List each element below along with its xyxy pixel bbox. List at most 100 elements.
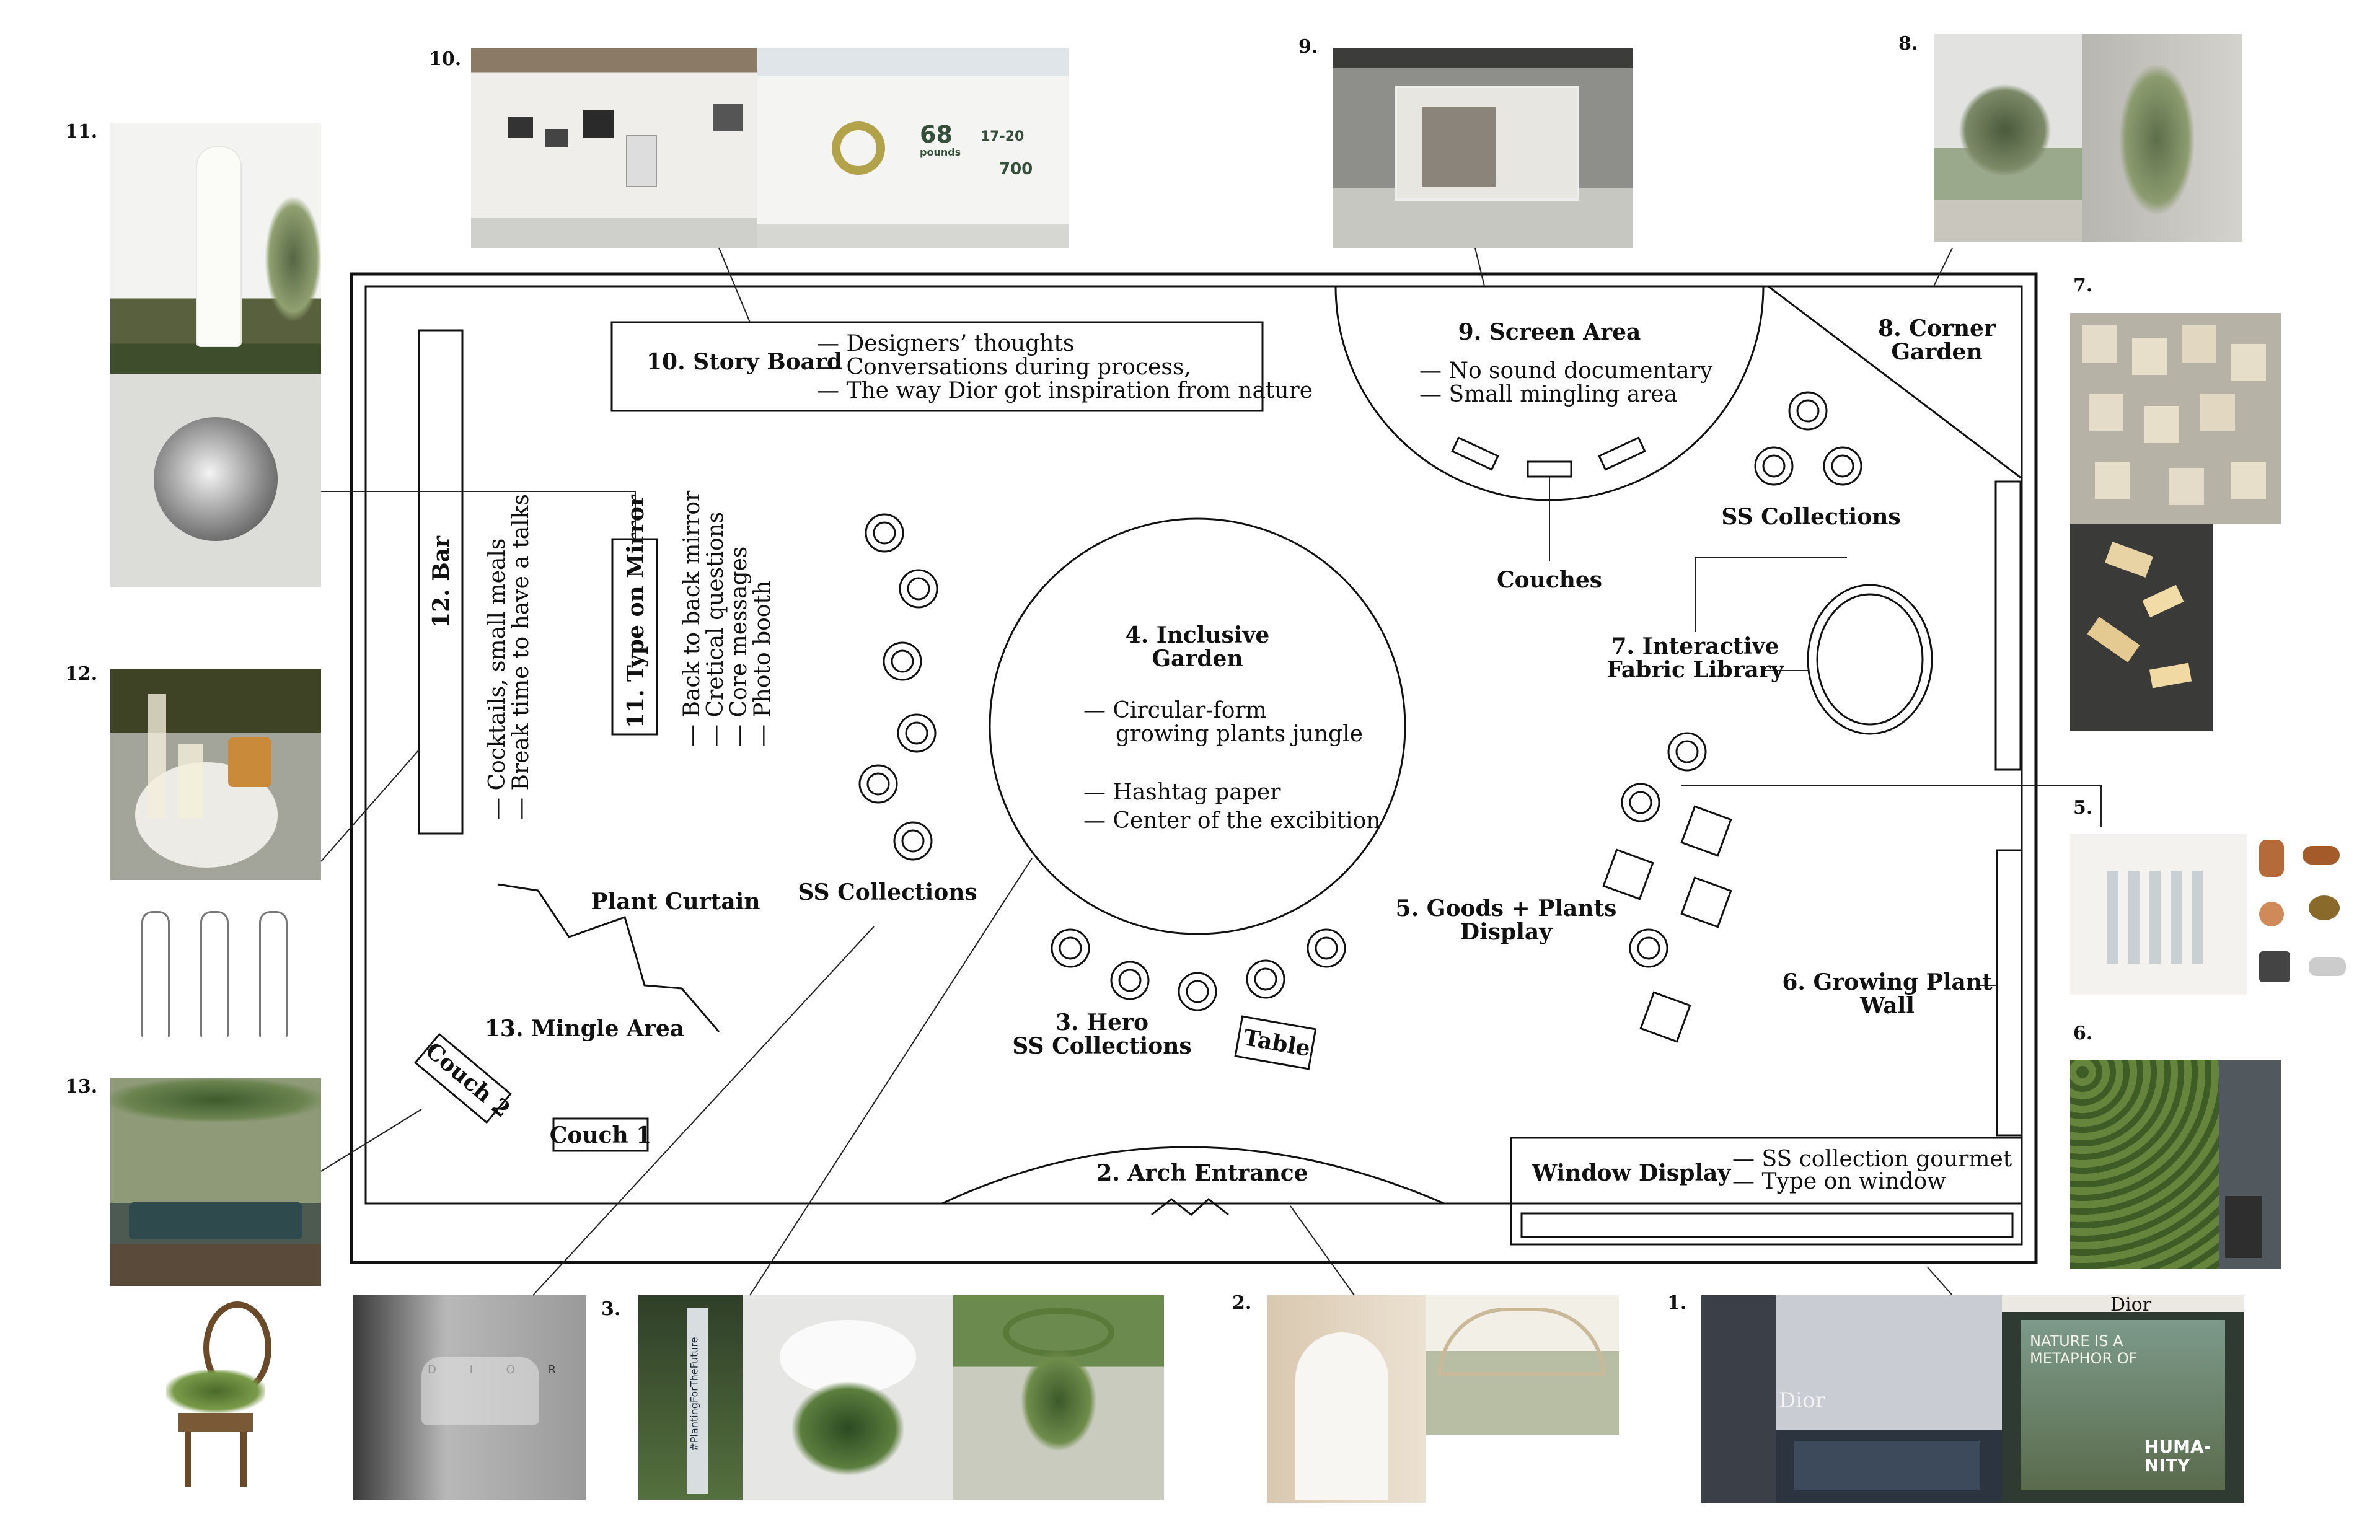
arch-entrance-photo-1 [1267,1295,1426,1503]
goods-display-squares [1602,805,1732,1043]
mirror-line-2: — Cretical questions [703,512,728,747]
corner-garden-line [1768,285,2022,480]
photo-number-11: 11. [65,121,97,143]
goods-display-rings [1621,732,1707,968]
photo-number-3: 3. [601,1298,620,1320]
story-board-box [610,321,1264,412]
plant-curtain-zigzag [497,883,720,1032]
storyboard-photo-1 [471,48,757,248]
glasses-photo [110,899,321,1041]
ss-collections-left-rings [858,513,938,861]
storyboard-photo-2: 68 pounds 17-20 700 [757,48,1069,248]
bar-title: 12. Bar [428,535,454,628]
screen-area-title: 9. Screen Area [1458,319,1641,345]
growing-plant-wall-photo [2070,1060,2281,1269]
window-line-1: — SS collection gourmet [1732,1146,2012,1172]
dior-sign-2: Dior [2110,1295,2152,1316]
photo-number-13: 13. [65,1076,97,1098]
screen-area-line-1: — No sound documentary [1419,358,1713,384]
ss-collections-right-rings [1754,391,1862,486]
couch-2-label: Couch 2 [420,1037,515,1123]
plant-wall-title-1: 6. Growing Plant [1782,969,1993,995]
plant-curtain-label: Plant Curtain [591,889,760,915]
photo-number-12: 12. [65,663,97,685]
fabric-library-oval [1807,584,1933,735]
ss-collections-right-label: SS Collections [1721,504,1900,530]
couch-2 [414,1032,512,1124]
window-glass [1520,1212,2014,1238]
inclusive-garden-circle [989,517,1406,935]
photo-number-10: 10. [429,48,461,70]
leader-lines [320,247,2102,1296]
inclusive-line-2: growing plants jungle [1116,721,1363,747]
window-display-title: Window Display [1532,1160,1732,1186]
hero-title-2: SS Collections [1012,1033,1191,1059]
mirror-photo-1 [110,123,321,374]
mirror-line-4: — Photo booth [750,581,775,747]
photo-number-1: 1. [1667,1292,1686,1314]
hero-title-1: 3. Hero [1056,1010,1148,1036]
outer-wall [350,272,2038,1264]
window-display-box [1510,1137,2023,1246]
corner-garden-title-2: Garden [1891,339,1982,365]
storyboard-stat: 68 pounds [920,121,961,158]
table [1234,1015,1317,1070]
window-display-photo-2: Dior NATURE IS A METAPHOR OF HUMA- NITY [2002,1295,2244,1503]
mingle-area-photo [110,1078,321,1286]
photo-number-8: 8. [1898,33,1918,55]
screen-couches [1451,436,1646,478]
bar-line-2: — Break time to have a talks [508,494,534,820]
humanity-text: HUMA- NITY [2144,1437,2211,1476]
ss-collections-left-label: SS Collections [798,879,977,905]
table-label: Table [1241,1024,1312,1062]
growing-plant-wall-panel [1996,849,2023,1137]
inclusive-garden-title-2: Garden [1152,646,1243,672]
hero-photo-3 [953,1295,1164,1500]
inclusive-garden-title-1: 4. Inclusive [1126,622,1270,648]
nature-text: NATURE IS A METAPHOR OF [2030,1332,2138,1367]
goods-title-1: 5. Goods + Plants [1396,895,1617,922]
fabric-library-photo-1 [2070,313,2281,524]
goods-title-2: Display [1460,919,1553,945]
inclusive-line-1: — Circular-form [1083,698,1267,723]
bar-counter [418,329,464,835]
fabric-library-title-2: Fabric Library [1606,657,1784,683]
photo-number-5: 5. [2073,797,2092,819]
inclusive-line-4: — Center of the excibition [1083,808,1380,834]
photo-number-9: 9. [1298,36,1318,58]
mingle-area-label: 13. Mingle Area [485,1016,684,1042]
photo-number-2: 2. [1232,1292,1251,1314]
inner-wall [364,285,2023,1205]
mannequin-photo: D I O R [353,1295,586,1500]
arch-entrance-photo-2 [1426,1295,1619,1435]
mirror-line-1: — Back to back mirror [679,490,705,747]
screen-area-photo [1333,48,1633,248]
mirror-photo-2 [110,374,321,587]
hero-photo-1: #PlantingForTheFuture [638,1295,743,1500]
goods-display-photo-1 [2070,834,2247,995]
couch-1-label: Couch 1 [550,1122,652,1148]
right-wall-panel-upper [1994,480,2022,771]
dior-sign-1: Dior [1779,1388,1825,1413]
corner-garden-title-1: 8. Corner [1878,315,1996,341]
inclusive-line-3: — Hashtag paper [1083,780,1281,805]
hero-photo-2 [743,1295,953,1500]
photo-number-7: 7. [2073,275,2092,296]
couch-1 [552,1117,649,1152]
fabric-library-photo-2 [2070,524,2213,731]
couches-label: Couches [1497,567,1602,593]
plant-wall-title-2: Wall [1859,993,1915,1019]
mirror-line-3: — Core messages [726,547,752,747]
fabric-library-title-1: 7. Interactive [1611,633,1779,659]
story-board-line-3: — The way Dior got inspiration from natu… [817,378,1313,403]
bar-photo [110,669,321,880]
story-board-line-2: — Conversations during process, [817,354,1191,380]
arch-zigzag [1151,1198,1229,1216]
screen-area-line-2: — Small mingling area [1419,382,1677,407]
hero-collections-rings [1051,928,1346,1011]
story-board-line-1: — Designers’ thoughts [817,331,1074,356]
corner-garden-photo-2 [2082,34,2242,242]
chair-planter-photo [110,1289,321,1497]
arch-entrance-label: 2. Arch Entrance [1096,1160,1308,1186]
